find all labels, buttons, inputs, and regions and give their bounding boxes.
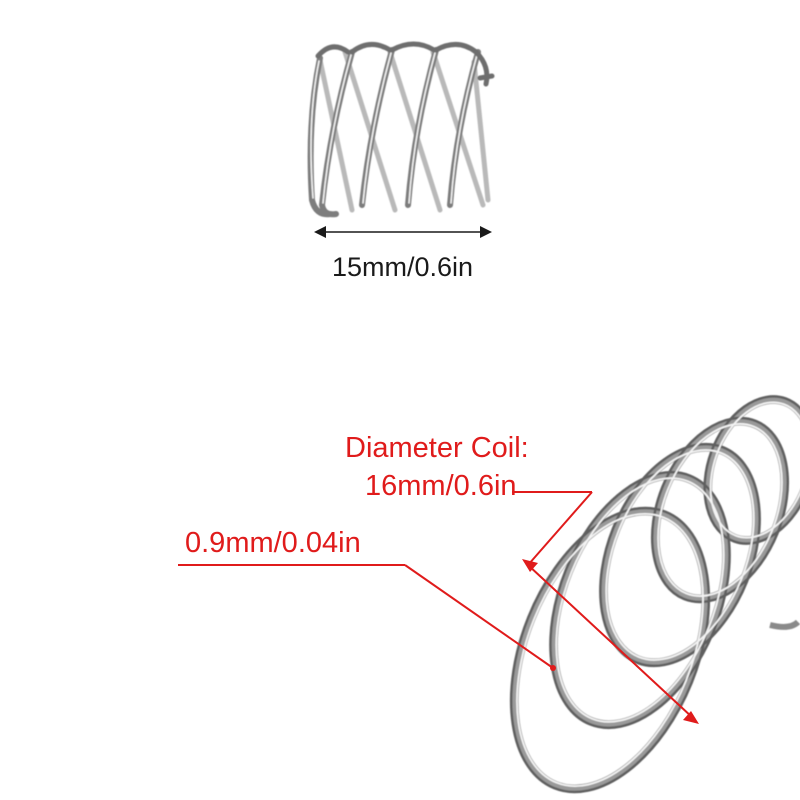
top-spring	[307, 41, 495, 218]
diameter-coil-value: 16mm/0.6in	[365, 470, 517, 502]
width-dimension-arrow	[314, 226, 492, 238]
width-label: 15mm/0.6in	[331, 252, 474, 282]
diameter-annotation-lines	[512, 491, 699, 724]
wire-diameter-label: 0.9mm/0.04in	[185, 527, 361, 559]
bottom-spring	[509, 395, 800, 794]
wire-annotation-lines	[178, 564, 556, 671]
diameter-coil-title: Diameter Coil:	[345, 432, 529, 464]
